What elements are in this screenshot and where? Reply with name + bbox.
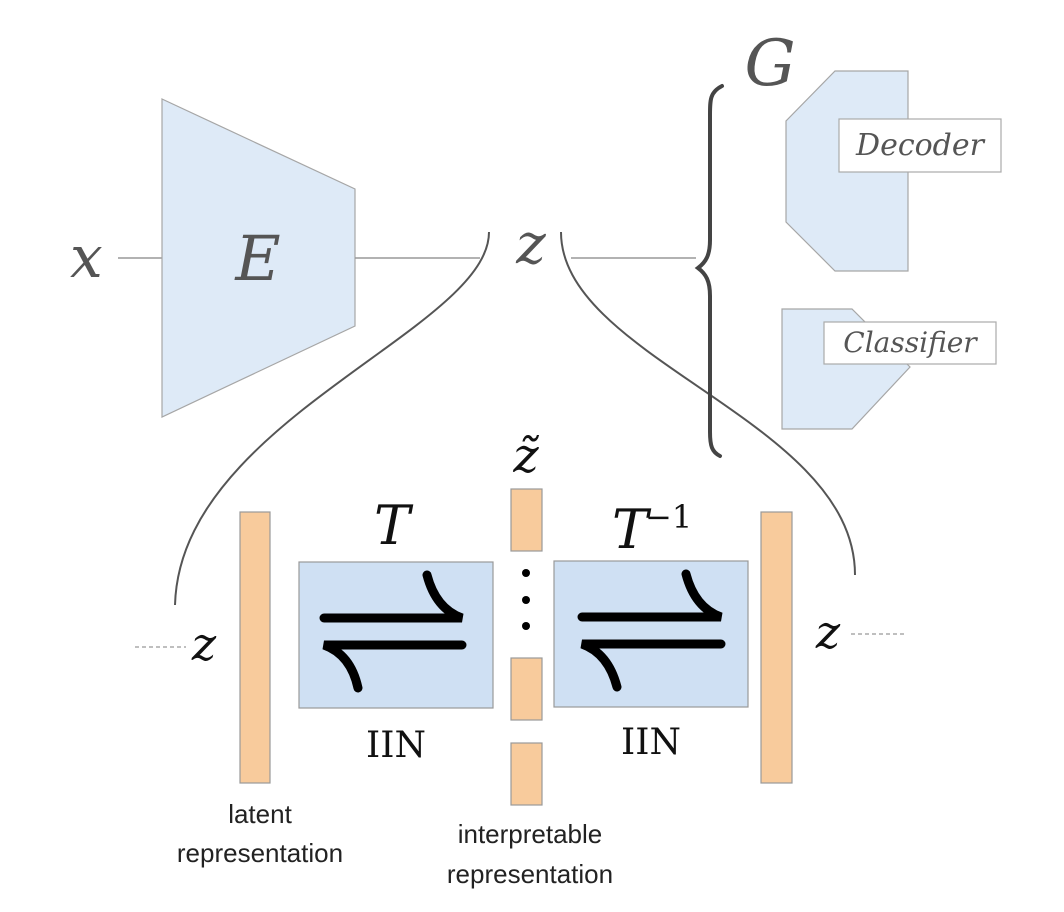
left-z-label: z xyxy=(191,617,217,671)
decoder-label: Decoder xyxy=(855,128,986,163)
encoder-label: E xyxy=(234,222,280,295)
classifier-label-box xyxy=(823,321,997,365)
decoder-label-box xyxy=(838,118,1002,173)
input-x-label: x xyxy=(70,223,103,291)
interpretable-caption-line2: representation xyxy=(447,859,613,889)
reconstructed-latent-bar xyxy=(760,511,793,784)
classifier-label: Classifier xyxy=(843,326,978,359)
z-tilde-label: z̃ xyxy=(512,428,539,484)
latent-z-label: z xyxy=(515,212,546,277)
latent-representation-bar xyxy=(239,511,271,784)
ellipsis-dot-2 xyxy=(522,596,530,604)
equilibrium-harpoon-icon-left xyxy=(319,570,467,693)
inverse-transform-label: T −1 xyxy=(612,498,692,561)
ellipsis-dot-1 xyxy=(522,569,530,577)
iin-forward-block xyxy=(298,561,494,709)
iin-forward-label: IIN xyxy=(366,725,426,766)
inverse-transform-superscript: −1 xyxy=(645,498,692,536)
encoder-block xyxy=(161,98,356,418)
zoom-curve-left xyxy=(174,231,490,606)
interpretable-caption-line1: interpretable xyxy=(458,819,603,849)
interpretable-factor-bar-3 xyxy=(510,742,543,806)
inverse-transform-base: T xyxy=(612,498,652,561)
latent-caption-line2: representation xyxy=(177,838,343,868)
interpretable-factor-bar-2 xyxy=(510,657,543,721)
ellipsis-dot-3 xyxy=(522,622,530,630)
generator-g-label: G xyxy=(744,27,795,101)
interpretable-factor-bar-1 xyxy=(510,488,543,552)
equilibrium-harpoon-icon-right xyxy=(577,569,726,692)
iin-inverse-block xyxy=(553,560,749,708)
generator-brace xyxy=(694,84,724,458)
latent-caption-line1: latent xyxy=(228,799,292,829)
forward-transform-label: T xyxy=(374,494,414,557)
iin-inverse-label: IIN xyxy=(621,722,681,763)
right-z-label: z xyxy=(815,605,841,659)
